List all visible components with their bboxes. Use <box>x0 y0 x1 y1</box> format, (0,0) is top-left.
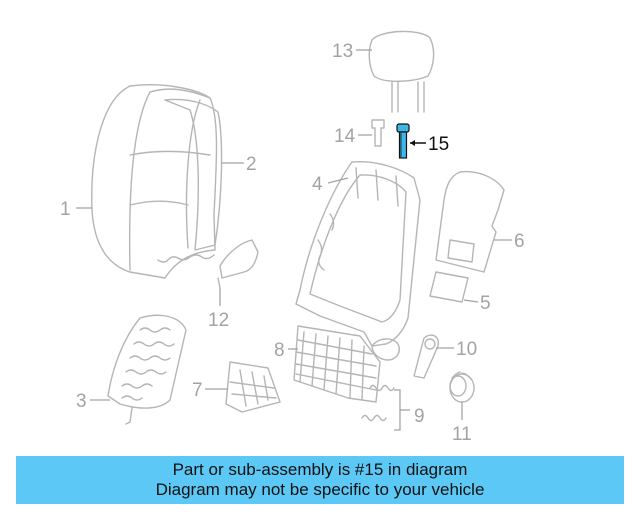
part-6-rear-panel[interactable] <box>435 170 505 273</box>
part-7-lumbar[interactable] <box>225 361 281 413</box>
part-13-headrest[interactable] <box>368 30 435 113</box>
banner-line-1: Part or sub-assembly is #15 in diagram <box>172 460 468 479</box>
leader-lines <box>76 49 512 431</box>
callout-7: 7 <box>192 380 203 401</box>
banner-line-2: Diagram may not be specific to your vehi… <box>155 480 485 499</box>
callout-8: 8 <box>274 340 285 361</box>
part-8-spring-mat[interactable] <box>293 325 381 403</box>
callout-3: 3 <box>76 391 87 412</box>
callout-9: 9 <box>414 406 425 427</box>
part-9-springs[interactable] <box>361 384 395 422</box>
callout-4: 4 <box>312 174 323 195</box>
info-banner: Part or sub-assembly is #15 in diagram D… <box>16 456 624 504</box>
callout-2: 2 <box>246 154 257 175</box>
part-3-heater-pad[interactable] <box>107 314 187 425</box>
seat-parts-diagram: 1 2 3 4 5 6 7 8 9 10 11 12 13 14 15 <box>60 30 525 445</box>
callout-1: 1 <box>60 199 71 220</box>
part-10-recliner-lever[interactable] <box>413 334 439 379</box>
callout-11: 11 <box>452 424 472 445</box>
callout-10: 10 <box>456 339 477 360</box>
part-2-seat-back-pad[interactable] <box>164 98 223 251</box>
callout-13: 13 <box>332 41 353 62</box>
callout-15: 15 <box>428 134 449 155</box>
part-1-seat-back-cover[interactable] <box>91 84 218 279</box>
callout-12: 12 <box>208 310 229 331</box>
part-15-guide-highlighted[interactable] <box>396 123 410 159</box>
callout-5: 5 <box>480 293 491 314</box>
part-4-seat-back-frame[interactable] <box>295 160 421 361</box>
callout-6: 6 <box>514 231 525 252</box>
callout-14: 14 <box>334 126 356 147</box>
part-12-side-trim[interactable] <box>217 239 259 289</box>
part-5-pad[interactable] <box>429 271 469 303</box>
part-11-knob[interactable] <box>449 371 475 403</box>
part-14-headrest-guide[interactable] <box>371 119 385 147</box>
